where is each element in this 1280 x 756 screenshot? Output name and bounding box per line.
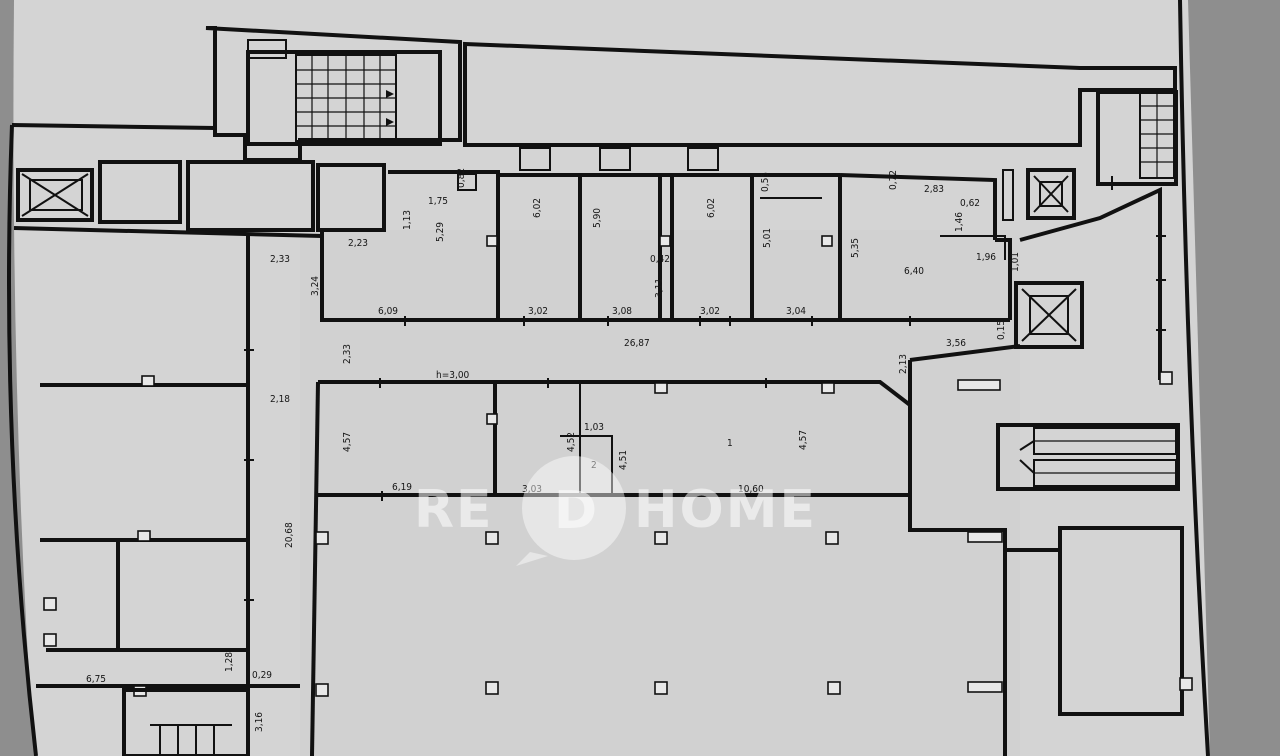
dim-0-15: 0,15 <box>996 320 1007 340</box>
dim-0-55: 0,55 <box>760 172 771 192</box>
dim-3-02-b: 3,02 <box>700 306 720 317</box>
watermark-logo-tail <box>516 552 548 566</box>
elevator-right-bottom <box>1014 281 1084 349</box>
stair-bottom-left <box>122 688 250 756</box>
dim-6-02-a: 6,02 <box>532 198 543 218</box>
outer-wall-curve <box>7 124 38 756</box>
escalator <box>996 423 1180 491</box>
watermark-logo-circle <box>522 456 626 560</box>
dim-3-02-a: 3,02 <box>528 306 548 317</box>
dim-1-46: 1,46 <box>954 212 965 232</box>
dim-4-57-a: 4,57 <box>342 432 353 452</box>
watermark-logo-letter: D <box>554 481 599 541</box>
dim-3-56: 3,56 <box>946 338 966 349</box>
dim-2-33-b: 2,33 <box>342 344 353 364</box>
dim-1-75: 1,75 <box>428 196 448 207</box>
elevator-left <box>16 168 94 222</box>
left-column-4 <box>43 633 57 647</box>
dimension-labels: 1,75 0,82 5,29 1,13 6,02 5,90 6,02 0,42 … <box>86 168 1021 732</box>
dim-6-09: 6,09 <box>378 306 398 317</box>
dim-2-33-a: 2,33 <box>270 254 290 265</box>
stair-right-top <box>1096 90 1178 186</box>
dim-3-16: 3,16 <box>254 712 265 732</box>
dim-0-29: 0,29 <box>252 670 272 681</box>
dim-26-87: 26,87 <box>624 338 650 349</box>
left-column-2 <box>137 530 151 542</box>
dim-10-60: 10,60 <box>738 484 764 495</box>
dim-5-29: 5,29 <box>435 222 446 242</box>
dim-3-11: 3,11 <box>654 278 665 298</box>
outer-wall-left <box>11 123 216 130</box>
dim-0-42: 0,42 <box>650 254 670 265</box>
dimension-ticks <box>244 176 1166 601</box>
dim-6-02-b: 6,02 <box>706 198 717 218</box>
office-row <box>320 170 1012 322</box>
dim-2-83: 2,83 <box>924 184 944 195</box>
dim-3-24: 3,24 <box>310 276 321 296</box>
left-column-1 <box>141 375 155 387</box>
ceiling-height: h=3,00 <box>436 370 470 381</box>
central-hall <box>310 344 1021 756</box>
small-room-c <box>316 163 386 232</box>
elevator-right-top <box>1002 168 1076 221</box>
dim-3-03: 3,03 <box>522 484 542 495</box>
dim-20-68: 20,68 <box>284 522 295 548</box>
corridor-wall-top-left <box>13 226 323 238</box>
dim-6-40: 6,40 <box>904 266 924 277</box>
dim-1-96: 1,96 <box>976 252 996 263</box>
dim-2-18: 2,18 <box>270 394 290 405</box>
dim-6-75: 6,75 <box>86 674 106 685</box>
dim-4-52: 4,52 <box>566 432 577 452</box>
dim-0-82: 0,82 <box>456 168 467 188</box>
dim-5-01: 5,01 <box>762 228 773 248</box>
dim-6-19: 6,19 <box>392 482 412 493</box>
dim-5-35: 5,35 <box>850 238 861 258</box>
watermark-text-right: HOME <box>634 480 817 540</box>
dim-4-57-b: 4,57 <box>798 430 809 450</box>
right-lower-room <box>1005 526 1193 716</box>
right-column <box>1159 371 1173 385</box>
stair-treads-left <box>295 54 397 142</box>
room-number-2: 2 <box>591 460 597 471</box>
small-room-a <box>98 160 182 224</box>
outer-wall-right <box>1178 0 1210 756</box>
dim-0-62: 0,62 <box>960 198 980 209</box>
stair-block-left <box>205 26 462 162</box>
room-number-1: 1 <box>727 438 733 449</box>
dim-2-13: 2,13 <box>898 354 909 374</box>
dim-3-04: 3,04 <box>786 306 806 317</box>
watermark: RE D HOME <box>414 456 817 566</box>
dim-4-51: 4,51 <box>618 450 629 470</box>
left-column-3 <box>43 597 57 611</box>
dim-2-23: 2,23 <box>348 238 368 249</box>
right-service-wall <box>1019 186 1162 380</box>
dim-1-01: 1,01 <box>1010 252 1021 272</box>
dim-0-72: 0,72 <box>888 170 899 190</box>
dim-3-08: 3,08 <box>612 306 632 317</box>
dim-1-28: 1,28 <box>224 652 235 672</box>
dim-1-13: 1,13 <box>402 210 413 230</box>
dim-1-03: 1,03 <box>584 422 604 433</box>
small-room-b <box>186 160 315 232</box>
watermark-text-left: RE <box>414 480 494 540</box>
dim-5-90: 5,90 <box>592 208 603 228</box>
